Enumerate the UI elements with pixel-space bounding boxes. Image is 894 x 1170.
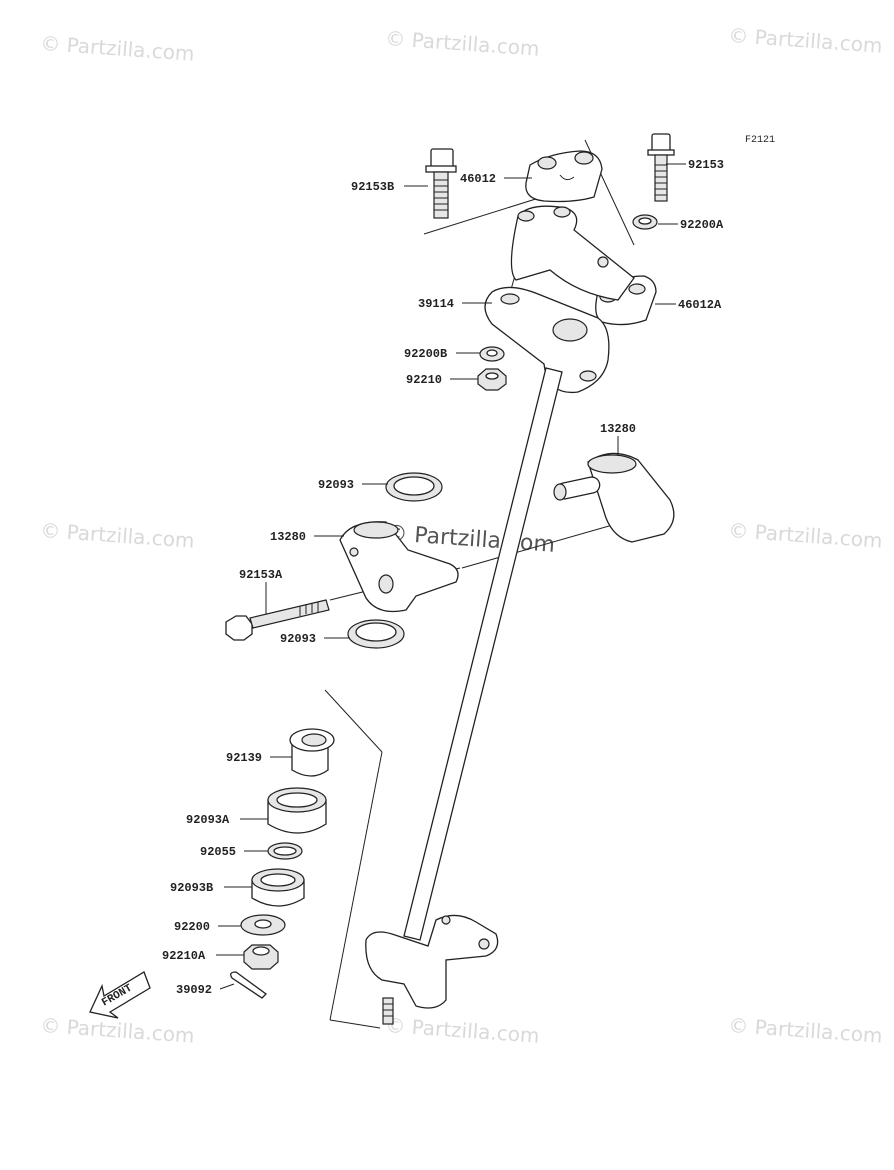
callout-92093-top: 92093 — [318, 478, 354, 492]
callout-39092: 39092 — [176, 983, 212, 997]
bearing-92093a[interactable] — [267, 787, 327, 834]
callout-92093b: 92093B — [170, 881, 213, 895]
oring-92055[interactable] — [267, 842, 303, 860]
watermark: © Partzilla.com — [385, 1013, 541, 1048]
shaft-holder-13280-left[interactable] — [339, 521, 459, 613]
handlebar-clamp-46012[interactable] — [525, 150, 603, 203]
bolt-92153[interactable] — [647, 133, 675, 202]
callout-92055: 92055 — [200, 845, 236, 859]
callout-39114: 39114 — [418, 297, 454, 311]
callout-92200: 92200 — [174, 920, 210, 934]
watermark: © Partzilla.com — [728, 23, 884, 58]
upper-bracket[interactable] — [510, 205, 635, 301]
callout-92210a: 92210A — [162, 949, 206, 963]
callout-92153: 92153 — [688, 158, 724, 172]
watermark: © Partzilla.com — [40, 31, 196, 66]
callout-13280-right: 13280 — [600, 422, 636, 436]
callout-92153b: 92153B — [351, 180, 394, 194]
callout-92093a: 92093A — [186, 813, 230, 827]
callout-92139: 92139 — [226, 751, 262, 765]
callout-13280-left: 13280 — [270, 530, 306, 544]
assembly-guide-lines — [324, 139, 635, 1029]
callout-46012: 46012 — [460, 172, 496, 186]
callouts: 92153B 46012 92153 92200A 39114 46012A 9… — [162, 158, 724, 997]
washer-92200a[interactable] — [632, 214, 658, 230]
nut-92210a[interactable] — [243, 944, 279, 970]
nut-92210[interactable] — [477, 368, 507, 391]
cotter-pin-39092[interactable] — [230, 971, 267, 999]
shaft-holder-13280-right[interactable] — [553, 452, 675, 543]
watermark: © Partzilla.com — [728, 1013, 884, 1048]
watermark: © Partzilla.com — [40, 518, 196, 553]
steering-arm-lower[interactable] — [365, 914, 499, 1025]
stem-plate-39114[interactable] — [484, 286, 610, 394]
washer-92200b[interactable] — [479, 346, 505, 362]
watermark: © Partzilla.com — [728, 518, 884, 553]
callout-46012a: 46012A — [678, 298, 722, 312]
seal-92093-bottom[interactable] — [347, 619, 405, 649]
bolt-92153b[interactable] — [425, 148, 457, 219]
callout-92200b: 92200B — [404, 347, 447, 361]
diagram-code: F2121 — [745, 135, 775, 146]
callout-92093-bottom: 92093 — [280, 632, 316, 646]
front-direction-arrow: FRONT — [89, 971, 151, 1019]
callout-92153a: 92153A — [239, 568, 283, 582]
callout-92210: 92210 — [406, 373, 442, 387]
washer-92200[interactable] — [240, 914, 286, 936]
steering-shaft[interactable] — [403, 367, 563, 941]
bolt-92153a[interactable] — [225, 599, 330, 641]
seal-92093-top[interactable] — [385, 472, 443, 502]
callout-92200a: 92200A — [680, 218, 724, 232]
bushing-92139[interactable] — [289, 728, 335, 777]
watermark: © Partzilla.com — [385, 26, 541, 61]
bearing-92093b[interactable] — [251, 868, 305, 907]
